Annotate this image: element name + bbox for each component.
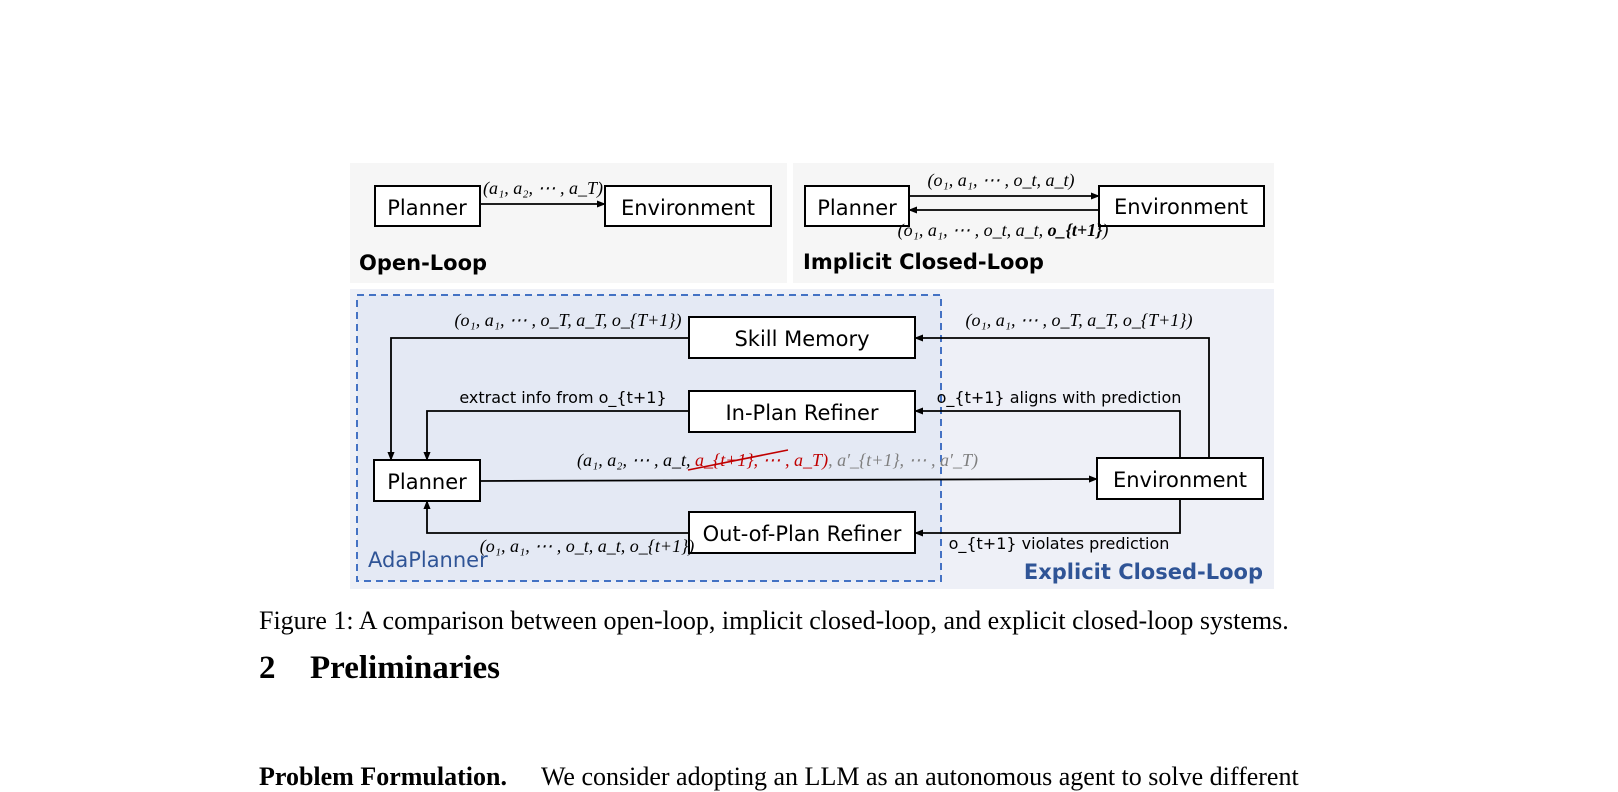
explicit-planner-label: Planner bbox=[387, 470, 467, 494]
figure-caption-label: Figure 1: bbox=[259, 606, 354, 635]
replanned-actions: , a′_{t+1}, ⋯ , a′_T) bbox=[828, 450, 978, 471]
out-of-plan-refiner-label: Out-of-Plan Refiner bbox=[703, 522, 902, 546]
implicit-environment-box bbox=[1098, 185, 1265, 227]
out-of-plan-refiner-to-planner-arrow bbox=[423, 500, 689, 534]
figure-caption: Figure 1: A comparison between open-loop… bbox=[259, 606, 1289, 636]
struck-actions: a_{t+1}, ⋯ , a_T) bbox=[695, 450, 828, 471]
implicit-closed-loop-title: Implicit Closed-Loop bbox=[803, 250, 1044, 274]
plan-sequence-label: (a₁, a₂, ⋯ , a_t, a_{t+1}, ⋯ , a_T), a′_… bbox=[577, 450, 978, 471]
in-plan-refiner-label: In-Plan Refiner bbox=[725, 401, 878, 425]
adaplanner-label: AdaPlanner bbox=[368, 548, 488, 572]
section-number: 2 bbox=[259, 650, 276, 686]
skill-memory-left-edge-label: (o₁, a₁, ⋯ , o_T, a_T, o_{T+1}) bbox=[455, 310, 682, 331]
aligns-with-prediction-label: o_{t+1} aligns with prediction bbox=[937, 388, 1182, 408]
open-loop-planner-box bbox=[374, 185, 481, 227]
explicit-environment-box bbox=[1096, 457, 1264, 500]
figure-caption-text: A comparison between open-loop, implicit… bbox=[358, 606, 1289, 635]
environment-to-skill-memory-arrow bbox=[914, 334, 1210, 458]
open-loop-title: Open-Loop bbox=[359, 251, 487, 275]
skill-memory-to-planner-arrow bbox=[387, 337, 689, 461]
implicit-environment-label: Environment bbox=[1114, 195, 1248, 219]
environment-to-in-plan-refiner-arrow bbox=[914, 407, 1181, 458]
extract-info-label: extract info from o_{t+1} bbox=[459, 388, 666, 408]
out-of-plan-left-edge-label: (o₁, a₁, ⋯ , o_t, a_t, o_{t+1}) bbox=[480, 536, 695, 557]
skill-memory-label: Skill Memory bbox=[734, 327, 869, 351]
implicit-top-edge-label: (o₁, a₁, ⋯ , o_t, a_t) bbox=[927, 170, 1074, 191]
section-heading: 2 Preliminaries bbox=[259, 650, 500, 687]
explicit-environment-label: Environment bbox=[1113, 468, 1247, 492]
explicit-closed-loop-title: Explicit Closed-Loop bbox=[1024, 560, 1263, 584]
in-plan-refiner-to-planner-arrow bbox=[423, 410, 689, 461]
implicit-bottom-edge-label: (o₁, a₁, ⋯ , o_t, a_t, o_{t+1}) bbox=[898, 220, 1109, 241]
environment-to-out-of-plan-refiner-arrow bbox=[914, 499, 1181, 537]
body-paragraph: Problem Formulation.We consider adopting… bbox=[259, 762, 1299, 792]
skill-memory-right-edge-label: (o₁, a₁, ⋯ , o_T, a_T, o_{T+1}) bbox=[966, 310, 1193, 331]
section-title: Preliminaries bbox=[310, 650, 501, 686]
open-loop-environment-box bbox=[604, 185, 772, 227]
open-loop-environment-label: Environment bbox=[621, 196, 755, 220]
comparison-figure: Planner Environment (a₁, a₂, ⋯ , a_T) Op… bbox=[350, 170, 1274, 589]
violates-prediction-label: o_{t+1} violates prediction bbox=[949, 534, 1170, 554]
open-loop-edge-label: (a₁, a₂, ⋯ , a_T) bbox=[483, 178, 603, 199]
planner-to-environment-arrow bbox=[479, 475, 1098, 483]
implicit-planner-label: Planner bbox=[817, 196, 897, 220]
open-loop-planner-label: Planner bbox=[387, 196, 467, 220]
strikethrough-line bbox=[687, 449, 789, 471]
implicit-planner-box bbox=[804, 185, 910, 227]
